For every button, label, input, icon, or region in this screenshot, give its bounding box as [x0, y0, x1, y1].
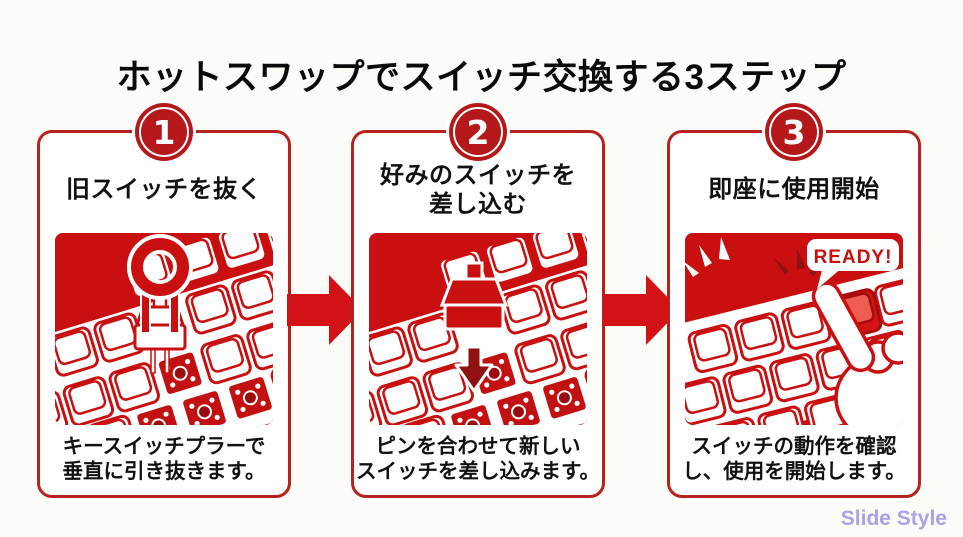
step-1-caption: キースイッチプラーで 垂直に引き抜きます。 — [62, 434, 266, 483]
step-3-title: 即座に使用開始 — [708, 176, 880, 204]
step-3-caption: スイッチの動作を確認 し、使用を開始します。 — [682, 434, 906, 483]
new-switch-icon — [439, 261, 509, 345]
step-1-number-badge: 1 — [135, 103, 193, 161]
white-spark-icon — [685, 237, 730, 277]
keyboard-plate — [55, 233, 273, 425]
step-card-2: 2 好みのスイッチを 差し込む — [351, 103, 605, 498]
page-title: ホットスワップでスイッチ交換する3ステップ — [116, 58, 847, 98]
insert-down-arrow-icon — [454, 345, 494, 393]
step-card-3: 3 即座に使用開始 — [667, 103, 921, 498]
step-2-number-badge: 2 — [449, 103, 507, 161]
step-3-number-badge: 3 — [765, 103, 823, 161]
step-card-1: 1 旧スイッチを抜く — [37, 103, 291, 498]
keyboard-plate — [369, 233, 587, 425]
ready-label: READY! — [814, 247, 893, 268]
pressing-hand — [811, 281, 903, 425]
step-1-title: 旧スイッチを抜く — [66, 176, 262, 204]
step-number: 1 — [152, 112, 176, 152]
step-2-caption: ピンを合わせて新しい スイッチを差し込みます。 — [356, 434, 600, 483]
step-number: 2 — [466, 112, 490, 152]
switch-puller-icon — [127, 234, 193, 334]
key-press-illustration: READY! — [685, 233, 903, 425]
step-arrow-icon — [604, 275, 680, 345]
step-1-illustration — [55, 233, 273, 425]
keyswitch-puller-illustration — [55, 233, 273, 425]
step-arrow-icon — [287, 275, 363, 345]
step-2-illustration — [369, 233, 587, 425]
step-number: 3 — [782, 112, 806, 152]
switch-insert-illustration — [369, 233, 587, 425]
watermark: Slide Style — [840, 507, 947, 530]
ready-bubble: READY! — [807, 239, 899, 289]
step-2-title: 好みのスイッチを 差し込む — [380, 161, 576, 218]
step-3-illustration: READY! — [685, 233, 903, 425]
